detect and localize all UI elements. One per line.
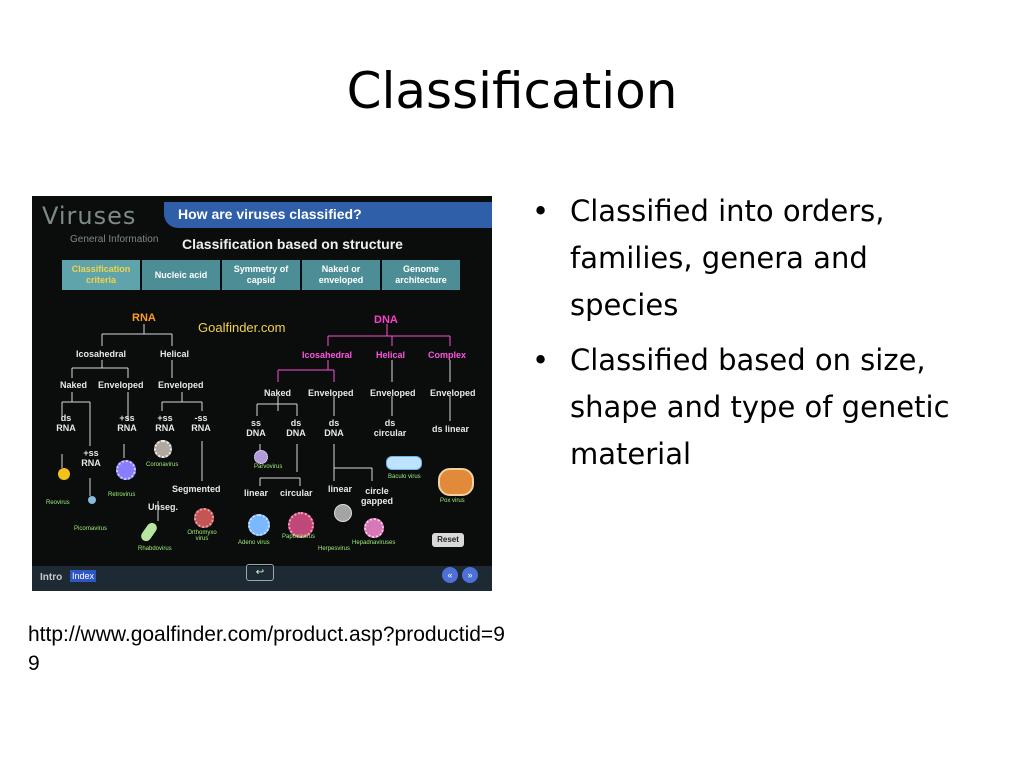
adenovirus-label: Adeno virus — [238, 540, 270, 546]
bullet-dot-icon: • — [532, 343, 550, 377]
rna-unseg: Unseg. — [148, 502, 179, 512]
poxvirus-icon — [438, 468, 474, 496]
source-url: http://www.goalfinder.com/product.asp?pr… — [28, 623, 505, 675]
papovavirus-icon — [288, 512, 314, 538]
rna-enveloped: Enveloped — [98, 380, 144, 390]
prev-button[interactable]: « — [442, 567, 458, 583]
reset-button[interactable]: Reset — [432, 533, 464, 547]
dna-enveloped-complex: Enveloped — [430, 388, 476, 398]
hepadnavirus-icon — [364, 518, 384, 538]
dna-enveloped: Enveloped — [308, 388, 354, 398]
rna-pss-corona: +ss RNA — [155, 413, 175, 433]
picornavirus-icon — [88, 496, 96, 504]
intro-link[interactable]: Intro — [40, 572, 63, 583]
dna-label: DNA — [374, 314, 398, 326]
criteria-tab[interactable]: Symmetry of capsid — [222, 260, 302, 290]
parvovirus-icon — [254, 450, 268, 464]
screenshot-brand-sub: General Information — [70, 234, 159, 245]
hepadnavirus-label: Hepadnaviruses — [352, 540, 396, 546]
dna-enveloped-helical: Enveloped — [370, 388, 416, 398]
bullet-item: • Classified into orders, families, gener… — [530, 188, 970, 329]
rna-pss-picorna: +ss RNA — [81, 448, 101, 468]
bullet-item: • Classified based on size, shape and typ… — [530, 337, 970, 478]
dna-circular: circular — [280, 488, 313, 498]
adenovirus-icon — [248, 514, 270, 536]
dna-complex: Complex — [428, 350, 467, 360]
dna-ds-linear: ds linear — [432, 424, 470, 434]
retrovirus-label: Retrovirus — [108, 492, 136, 498]
rna-pss: +ss RNA — [117, 413, 137, 433]
index-button[interactable]: Index — [70, 570, 96, 582]
rna-mss: -ss RNA — [191, 413, 211, 433]
parvovirus-label: Parvovirus — [254, 464, 283, 470]
reovirus-icon — [58, 468, 70, 480]
slide-title: Classification — [346, 62, 678, 120]
virus-classification-image: Viruses General Information How are viru… — [32, 196, 492, 591]
dna-linear: linear — [244, 488, 269, 498]
bullet-dot-icon: • — [532, 194, 550, 228]
tree-lines — [61, 324, 451, 521]
screenshot-bottom-bar — [32, 566, 492, 591]
coronavirus-icon — [154, 440, 172, 458]
orthomyxovirus-icon — [194, 508, 214, 528]
rna-segmented: Segmented — [172, 484, 221, 494]
rna-helical: Helical — [160, 349, 190, 359]
screenshot-subtitle: Classification based on structure — [182, 236, 403, 252]
bullet-text: Classified into orders, families, genera… — [570, 194, 885, 322]
baculovirus-icon — [386, 456, 422, 470]
criteria-row: Classification criteria Nucleic acid Sym… — [62, 260, 462, 290]
criteria-tab[interactable]: Naked or enveloped — [302, 260, 382, 290]
dna-ss: ss DNA — [246, 418, 266, 438]
screenshot-brand: Viruses — [42, 202, 137, 230]
dna-circle-gapped: circle gapped — [360, 486, 393, 506]
criteria-tab[interactable]: Nucleic acid — [142, 260, 222, 290]
dna-ds-herpes: ds DNA — [324, 418, 344, 438]
rhabdovirus-label: Rhabdovirus — [138, 546, 172, 552]
reovirus-label: Reovirus — [46, 500, 70, 506]
dna-naked: Naked — [264, 388, 292, 398]
herpesvirus-icon — [334, 504, 352, 522]
question-text: How are viruses classified? — [178, 206, 362, 222]
picornavirus-label: Picornavirus — [74, 526, 108, 532]
back-button[interactable]: ↩ — [246, 564, 274, 581]
dna-linear-herpes: linear — [328, 484, 353, 494]
rna-label: RNA — [132, 312, 156, 324]
dna-helical: Helical — [376, 350, 406, 360]
rna-enveloped-helical: Enveloped — [158, 380, 204, 390]
question-banner: How are viruses classified? — [164, 202, 492, 228]
baculovirus-label: Baculo virus — [388, 474, 421, 480]
rna-icosahedral: Icosahedral — [76, 349, 127, 359]
dna-ds-circular: ds circular — [373, 418, 407, 438]
bullet-text: Classified based on size, shape and type… — [570, 343, 950, 471]
rna-naked: Naked — [60, 380, 88, 390]
herpesvirus-label: Herpesvirus — [318, 546, 351, 552]
site-watermark: Goalfinder.com — [198, 320, 286, 335]
dna-icosahedral: Icosahedral — [302, 350, 353, 360]
criteria-tab[interactable]: Genome architecture — [382, 260, 462, 290]
coronavirus-label: Coronavirus — [146, 462, 179, 468]
retrovirus-icon — [116, 460, 136, 480]
rna-ds: ds RNA — [56, 413, 76, 433]
orthomyxovirus-label: Orthomyxo virus — [187, 530, 217, 542]
poxvirus-label: Pox virus — [440, 498, 465, 504]
criteria-tab[interactable]: Classification criteria — [62, 260, 142, 290]
papovavirus-label: Papovavirus — [282, 534, 316, 540]
next-button[interactable]: » — [462, 567, 478, 583]
dna-ds: ds DNA — [286, 418, 306, 438]
bullet-list: • Classified into orders, families, gener… — [530, 188, 970, 486]
